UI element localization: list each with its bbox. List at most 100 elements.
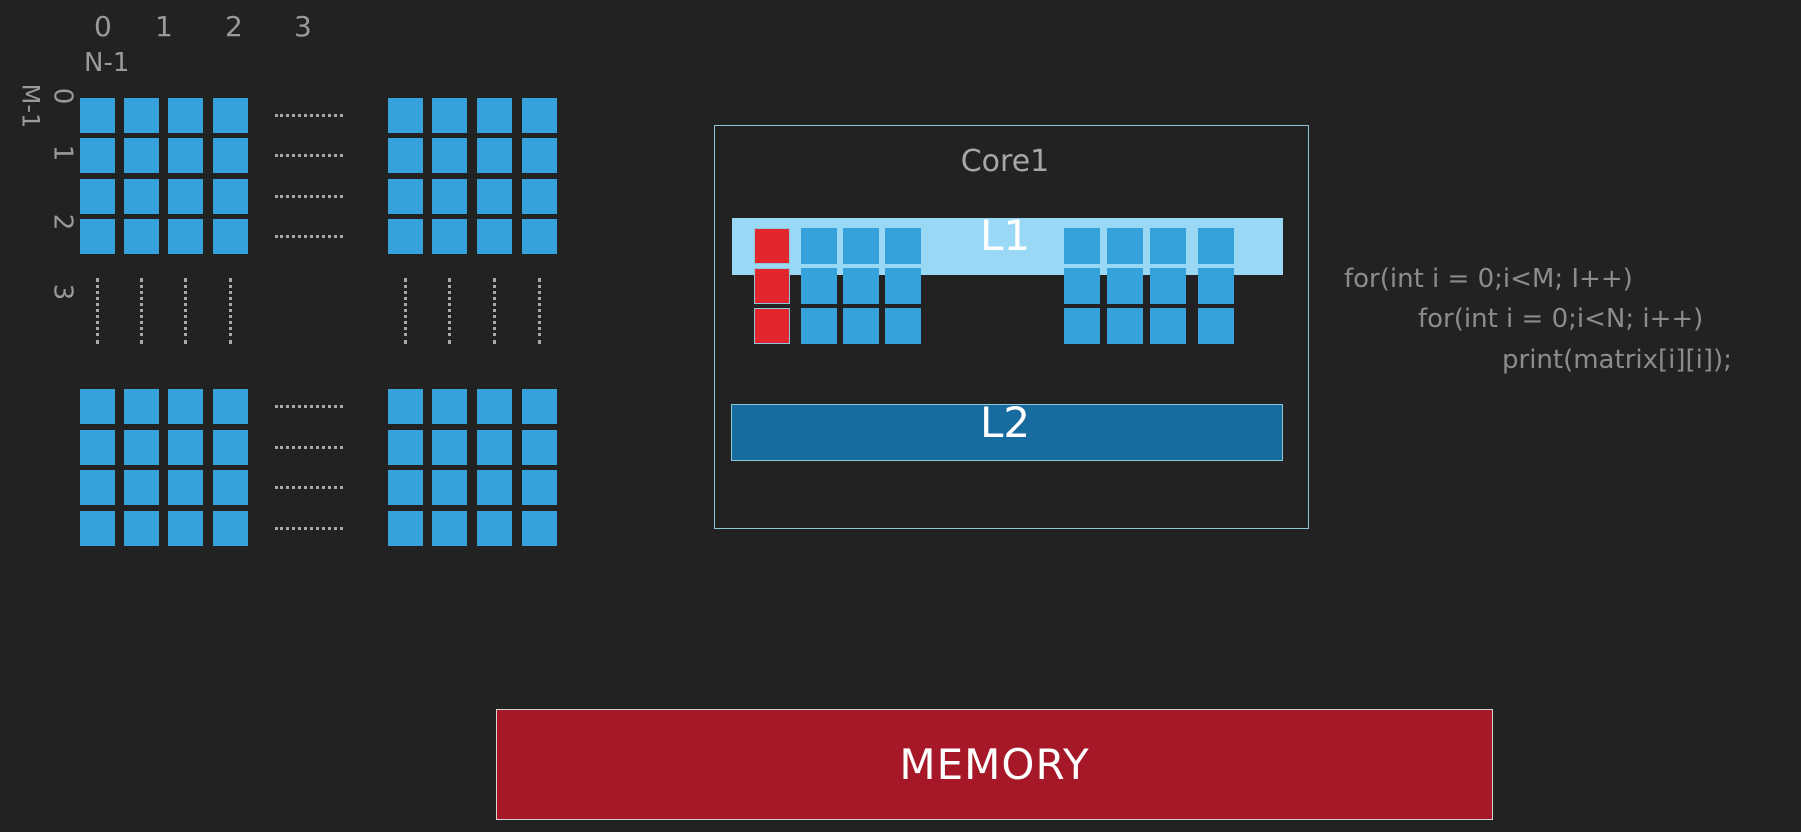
cache-block-0-3 bbox=[1064, 228, 1100, 264]
matrix-cell-tl-3-1 bbox=[124, 219, 159, 254]
matrix-cell-br-0-3 bbox=[522, 389, 557, 424]
matrix-cell-bl-0-0 bbox=[80, 389, 115, 424]
core-title: Core1 bbox=[960, 144, 1050, 179]
memory-label: MEMORY bbox=[899, 740, 1090, 789]
matrix-cell-bl-2-3 bbox=[213, 470, 248, 505]
row-ellipsis-bottom-0 bbox=[275, 405, 343, 408]
matrix-cell-br-2-0 bbox=[388, 470, 423, 505]
cache-block-2-0 bbox=[801, 308, 837, 344]
cache-block-2-5 bbox=[1150, 308, 1186, 344]
column-label-2: 2 bbox=[225, 10, 243, 43]
row-label-last: M-1 bbox=[16, 83, 45, 129]
column-ellipsis-7 bbox=[538, 278, 541, 344]
matrix-cell-bl-2-1 bbox=[124, 470, 159, 505]
matrix-cell-tr-0-3 bbox=[522, 98, 557, 133]
row-ellipsis-top-1 bbox=[275, 154, 343, 157]
row-ellipsis-bottom-1 bbox=[275, 446, 343, 449]
cache-block-0-2 bbox=[885, 228, 921, 264]
l2-cache-label: L2 bbox=[979, 398, 1031, 447]
column-label-1: 1 bbox=[155, 10, 173, 43]
cached-element-1 bbox=[754, 268, 790, 304]
matrix-cell-tr-1-0 bbox=[388, 138, 423, 173]
code-line-3: print(matrix[i][i]); bbox=[1502, 345, 1732, 375]
matrix-cell-tr-0-2 bbox=[477, 98, 512, 133]
matrix-cell-bl-2-2 bbox=[168, 470, 203, 505]
column-ellipsis-1 bbox=[140, 278, 143, 344]
matrix-cell-br-3-2 bbox=[477, 511, 512, 546]
matrix-cell-tr-2-2 bbox=[477, 179, 512, 214]
matrix-cell-br-1-3 bbox=[522, 430, 557, 465]
row-ellipsis-bottom-2 bbox=[275, 486, 343, 489]
cache-block-1-3 bbox=[1064, 268, 1100, 304]
matrix-cell-tl-3-2 bbox=[168, 219, 203, 254]
matrix-cell-br-2-3 bbox=[522, 470, 557, 505]
matrix-cell-tl-0-1 bbox=[124, 98, 159, 133]
cache-block-0-5 bbox=[1150, 228, 1186, 264]
column-ellipsis-0 bbox=[96, 278, 99, 344]
matrix-cell-bl-0-2 bbox=[168, 389, 203, 424]
cache-block-0-1 bbox=[843, 228, 879, 264]
matrix-cell-br-1-1 bbox=[432, 430, 467, 465]
matrix-cell-tl-1-0 bbox=[80, 138, 115, 173]
column-ellipsis-5 bbox=[448, 278, 451, 344]
matrix-cell-bl-3-2 bbox=[168, 511, 203, 546]
matrix-cell-br-1-0 bbox=[388, 430, 423, 465]
matrix-cell-tr-0-1 bbox=[432, 98, 467, 133]
matrix-cell-tr-3-3 bbox=[522, 219, 557, 254]
matrix-cell-bl-0-3 bbox=[213, 389, 248, 424]
matrix-cell-tl-3-0 bbox=[80, 219, 115, 254]
matrix-cell-bl-3-3 bbox=[213, 511, 248, 546]
row-ellipsis-top-0 bbox=[275, 114, 343, 117]
code-line-1: for(int i = 0;i<M; I++) bbox=[1344, 264, 1633, 294]
matrix-cell-br-2-2 bbox=[477, 470, 512, 505]
cache-block-1-5 bbox=[1150, 268, 1186, 304]
matrix-cell-tl-2-0 bbox=[80, 179, 115, 214]
column-ellipsis-4 bbox=[404, 278, 407, 344]
matrix-cell-bl-1-0 bbox=[80, 430, 115, 465]
cache-block-0-4 bbox=[1107, 228, 1143, 264]
cache-block-1-2 bbox=[885, 268, 921, 304]
matrix-cell-bl-1-3 bbox=[213, 430, 248, 465]
cache-block-0-6 bbox=[1198, 228, 1234, 264]
matrix-cell-bl-1-2 bbox=[168, 430, 203, 465]
matrix-cell-bl-1-1 bbox=[124, 430, 159, 465]
cache-block-2-3 bbox=[1064, 308, 1100, 344]
matrix-cell-br-2-1 bbox=[432, 470, 467, 505]
cache-block-2-2 bbox=[885, 308, 921, 344]
matrix-cell-br-3-3 bbox=[522, 511, 557, 546]
matrix-cell-br-0-1 bbox=[432, 389, 467, 424]
matrix-cell-tl-2-3 bbox=[213, 179, 248, 214]
matrix-cell-tl-0-3 bbox=[213, 98, 248, 133]
row-ellipsis-top-2 bbox=[275, 195, 343, 198]
matrix-cell-tl-1-2 bbox=[168, 138, 203, 173]
matrix-cell-br-3-0 bbox=[388, 511, 423, 546]
matrix-cell-br-3-1 bbox=[432, 511, 467, 546]
matrix-cell-tr-2-0 bbox=[388, 179, 423, 214]
cache-block-2-4 bbox=[1107, 308, 1143, 344]
cache-block-2-6 bbox=[1198, 308, 1234, 344]
matrix-cell-tl-1-1 bbox=[124, 138, 159, 173]
code-line-2: for(int i = 0;i<N; i++) bbox=[1418, 304, 1704, 334]
cache-block-0-0 bbox=[801, 228, 837, 264]
matrix-cell-bl-2-0 bbox=[80, 470, 115, 505]
cached-element-0 bbox=[754, 228, 790, 264]
column-label-3: 3 bbox=[294, 10, 312, 43]
row-ellipsis-bottom-3 bbox=[275, 527, 343, 530]
matrix-cell-tl-3-3 bbox=[213, 219, 248, 254]
row-ellipsis-top-3 bbox=[275, 235, 343, 238]
matrix-cell-br-1-2 bbox=[477, 430, 512, 465]
column-ellipsis-6 bbox=[493, 278, 496, 344]
cached-element-2 bbox=[754, 308, 790, 344]
cache-block-1-0 bbox=[801, 268, 837, 304]
matrix-cell-bl-0-1 bbox=[124, 389, 159, 424]
matrix-cell-tr-1-2 bbox=[477, 138, 512, 173]
column-ellipsis-2 bbox=[184, 278, 187, 344]
matrix-cell-tr-3-2 bbox=[477, 219, 512, 254]
matrix-cell-tr-1-3 bbox=[522, 138, 557, 173]
cache-block-1-1 bbox=[843, 268, 879, 304]
matrix-cell-tl-0-2 bbox=[168, 98, 203, 133]
column-label-0: 0 bbox=[94, 10, 112, 43]
matrix-cell-tl-2-2 bbox=[168, 179, 203, 214]
l1-cache-label: L1 bbox=[979, 211, 1031, 260]
cache-block-2-1 bbox=[843, 308, 879, 344]
